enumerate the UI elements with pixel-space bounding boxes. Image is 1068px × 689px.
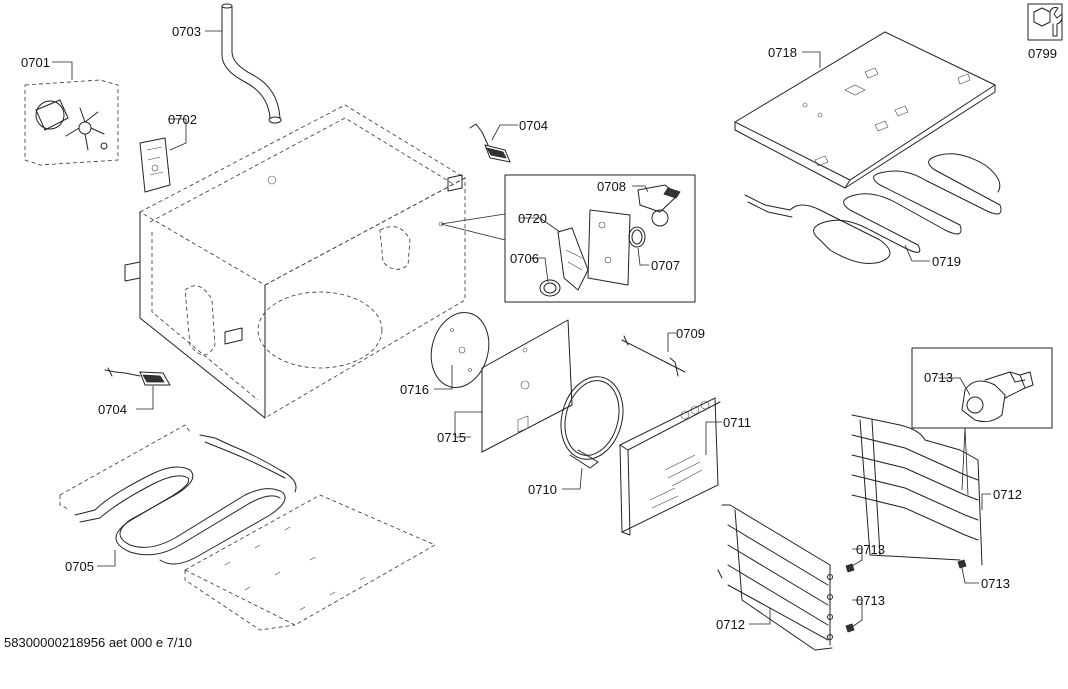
oven-lamp-probe[interactable] (621, 335, 686, 377)
label-0712-right[interactable]: 0712 (993, 487, 1022, 502)
lamp-detail-inset (440, 174, 696, 303)
part-number-labels: 0701 0702 0703 0704 0704 0705 0706 0707 … (21, 24, 1057, 632)
label-0711[interactable]: 0711 (723, 415, 751, 430)
label-0709[interactable]: 0709 (676, 326, 705, 341)
label-0799[interactable]: 0799 (1028, 46, 1057, 61)
rack-screw-small-b[interactable] (845, 623, 855, 633)
rack-fixing-screw[interactable] (961, 371, 1034, 423)
fan-cover-disk[interactable] (423, 306, 497, 394)
label-0719[interactable]: 0719 (932, 254, 961, 269)
label-0710[interactable]: 0710 (528, 482, 557, 497)
lamp-cover-nut[interactable] (539, 279, 561, 297)
fan-housing-cover[interactable] (619, 397, 721, 536)
label-0713-detail[interactable]: 0713 (924, 370, 953, 385)
document-code: 58300000218956 aet 000 e 7/10 (4, 635, 192, 650)
label-0708[interactable]: 0708 (597, 179, 626, 194)
lamp-holder-bracket[interactable] (587, 209, 631, 286)
rack-fixing-screw-detail (911, 347, 1053, 496)
label-0718[interactable]: 0718 (768, 45, 797, 60)
bottom-heating-element[interactable] (74, 434, 297, 565)
lamp-seal-ring[interactable] (628, 226, 646, 248)
temperature-sensor-lower[interactable] (104, 367, 171, 386)
wrench-nut-icon (1027, 3, 1063, 41)
label-0703[interactable]: 0703 (172, 24, 201, 39)
ring-heating-element[interactable] (552, 370, 632, 469)
rear-cover-plate[interactable] (139, 137, 171, 193)
oven-cavity[interactable] (124, 104, 466, 419)
rack-screw-small-c[interactable] (957, 559, 967, 569)
label-0704-lower[interactable]: 0704 (98, 402, 127, 417)
label-0705[interactable]: 0705 (65, 559, 94, 574)
label-0706[interactable]: 0706 (510, 251, 539, 266)
side-rack-right[interactable] (851, 414, 983, 566)
label-0704-upper[interactable]: 0704 (519, 118, 548, 133)
top-cover-panel[interactable] (733, 31, 997, 189)
top-heating-element[interactable] (744, 153, 1002, 264)
label-0712-left[interactable]: 0712 (716, 617, 745, 632)
label-0713-a[interactable]: 0713 (856, 542, 885, 557)
label-0702[interactable]: 0702 (168, 112, 197, 127)
label-0713-b[interactable]: 0713 (856, 593, 885, 608)
label-0707[interactable]: 0707 (651, 258, 680, 273)
label-0716[interactable]: 0716 (400, 382, 429, 397)
label-0713-c[interactable]: 0713 (981, 576, 1010, 591)
label-0715[interactable]: 0715 (437, 430, 466, 445)
lamp-glass-cover[interactable] (557, 227, 589, 291)
side-rack-left[interactable] (717, 504, 833, 651)
lamp-socket[interactable] (637, 184, 681, 227)
label-0720[interactable]: 0720 (518, 211, 547, 226)
bottom-tray-frame (59, 424, 436, 631)
leader-lines (52, 30, 991, 628)
exhaust-duct-pipe[interactable] (221, 3, 282, 124)
label-0701[interactable]: 0701 (21, 55, 50, 70)
rear-wall-panel[interactable] (481, 319, 573, 453)
fan-motor-assembly[interactable] (24, 79, 119, 166)
temperature-sensor-upper[interactable] (469, 123, 511, 163)
